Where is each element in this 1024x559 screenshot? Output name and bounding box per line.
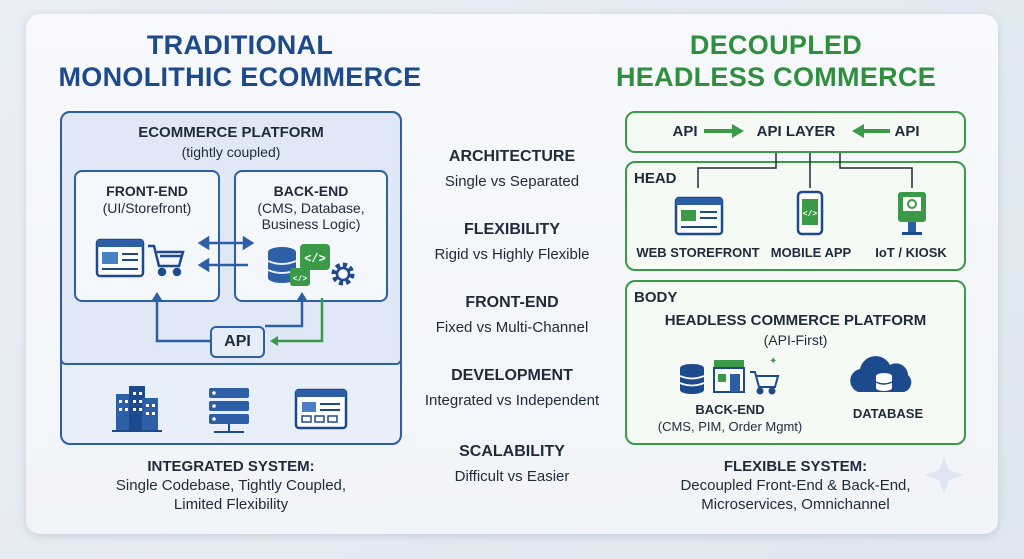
svg-text:✦: ✦ <box>769 356 777 367</box>
right-summary-title: FLEXIBLE SYSTEM: <box>723 458 868 475</box>
right-summary-line1: Decoupled Front-End & Back-End, <box>680 477 911 494</box>
cart-right-icon: ✦ <box>750 356 780 395</box>
frontend-box <box>74 170 220 302</box>
cart-icon <box>148 244 185 277</box>
server-icon <box>209 388 249 433</box>
building-icon <box>112 386 162 432</box>
compare-heading-architecture: ARCHITECTURE <box>448 148 576 165</box>
backend-box <box>234 170 388 302</box>
compare-value-scalability: Difficult vs Easier <box>454 468 570 485</box>
api-right-label: API <box>894 123 920 140</box>
left-summary-line1: Single Codebase, Tightly Coupled, <box>115 477 347 494</box>
headless-platform-title: HEADLESS COMMERCE PLATFORM <box>664 312 927 329</box>
api-box: API <box>210 326 265 358</box>
body-box <box>625 280 966 445</box>
database-label: DATABASE <box>852 406 924 421</box>
headless-backend-title: BACK-END <box>695 402 765 417</box>
mobile-app-icon: </> <box>796 190 824 236</box>
backend-database-icon <box>679 364 705 394</box>
right-title: DECOUPLED HEADLESS COMMERCE <box>576 29 976 93</box>
left-summary-line2: Limited Flexibility <box>173 496 289 513</box>
headless-backend-subtitle: (CMS, PIM, Order Mgmt) <box>657 419 803 434</box>
head-item-web: WEB STOREFRONT <box>636 245 760 260</box>
backend-subtitle-1: (CMS, Database, <box>257 200 365 216</box>
gear-icon <box>331 262 355 286</box>
compare-value-flexibility: Rigid vs Highly Flexible <box>434 246 590 263</box>
head-label: HEAD <box>634 170 677 187</box>
backend-title: BACK-END <box>273 183 349 199</box>
svg-text:</>: </> <box>293 275 308 284</box>
compare-heading-scalability: SCALABILITY <box>459 443 565 460</box>
frontend-title: FRONT-END <box>106 183 188 199</box>
right-title-line2: HEADLESS COMMERCE <box>615 62 937 92</box>
browser-icon <box>294 388 348 430</box>
cloud-database-icon <box>850 356 912 392</box>
store-icon <box>713 360 745 393</box>
storefront-icon <box>95 238 145 278</box>
api-arrow-left <box>852 124 890 138</box>
left-title-line2: MONOLITHIC ECOMMERCE <box>58 62 422 92</box>
platform-title: ECOMMERCE PLATFORM <box>138 124 324 141</box>
svg-text:</>: </> <box>304 252 326 266</box>
compare-value-development: Integrated vs Independent <box>424 392 600 409</box>
head-item-iot: IoT / KIOSK <box>875 245 947 260</box>
kiosk-icon <box>898 192 926 235</box>
api-layer-label: API LAYER <box>756 123 836 140</box>
head-item-mobile: MOBILE APP <box>770 245 852 260</box>
sparkle-icon <box>925 456 963 494</box>
sync-arrows <box>197 235 255 273</box>
api-connectors <box>152 292 324 346</box>
body-label: BODY <box>634 289 678 306</box>
code-icon: </> </> <box>290 244 330 286</box>
compare-value-architecture: Single vs Separated <box>444 173 580 190</box>
api-layer-box <box>625 111 966 153</box>
compare-heading-frontend: FRONT-END <box>465 294 559 311</box>
headless-platform-subtitle: (API-First) <box>763 332 828 348</box>
api-left-label: API <box>672 123 698 140</box>
left-title-line1: TRADITIONAL <box>146 30 334 60</box>
api-arrow-right <box>704 124 744 138</box>
left-title: TRADITIONAL MONOLITHIC ECOMMERCE <box>40 29 440 93</box>
platform-subtitle: (tightly coupled) <box>181 144 281 160</box>
right-title-line1: DECOUPLED <box>689 30 863 60</box>
web-storefront-icon <box>674 196 724 236</box>
left-summary-title: INTEGRATED SYSTEM: <box>147 458 315 475</box>
compare-heading-development: DEVELOPMENT <box>451 367 573 384</box>
compare-value-frontend: Fixed vs Multi-Channel <box>435 319 589 336</box>
head-connectors <box>697 153 913 188</box>
frontend-subtitle: (UI/Storefront) <box>102 200 192 216</box>
svg-text:</>: </> <box>803 210 818 219</box>
compare-heading-flexibility: FLEXIBILITY <box>464 221 560 238</box>
right-summary-line2: Microservices, Omnichannel <box>701 496 890 513</box>
backend-subtitle-2: Business Logic) <box>261 216 361 232</box>
